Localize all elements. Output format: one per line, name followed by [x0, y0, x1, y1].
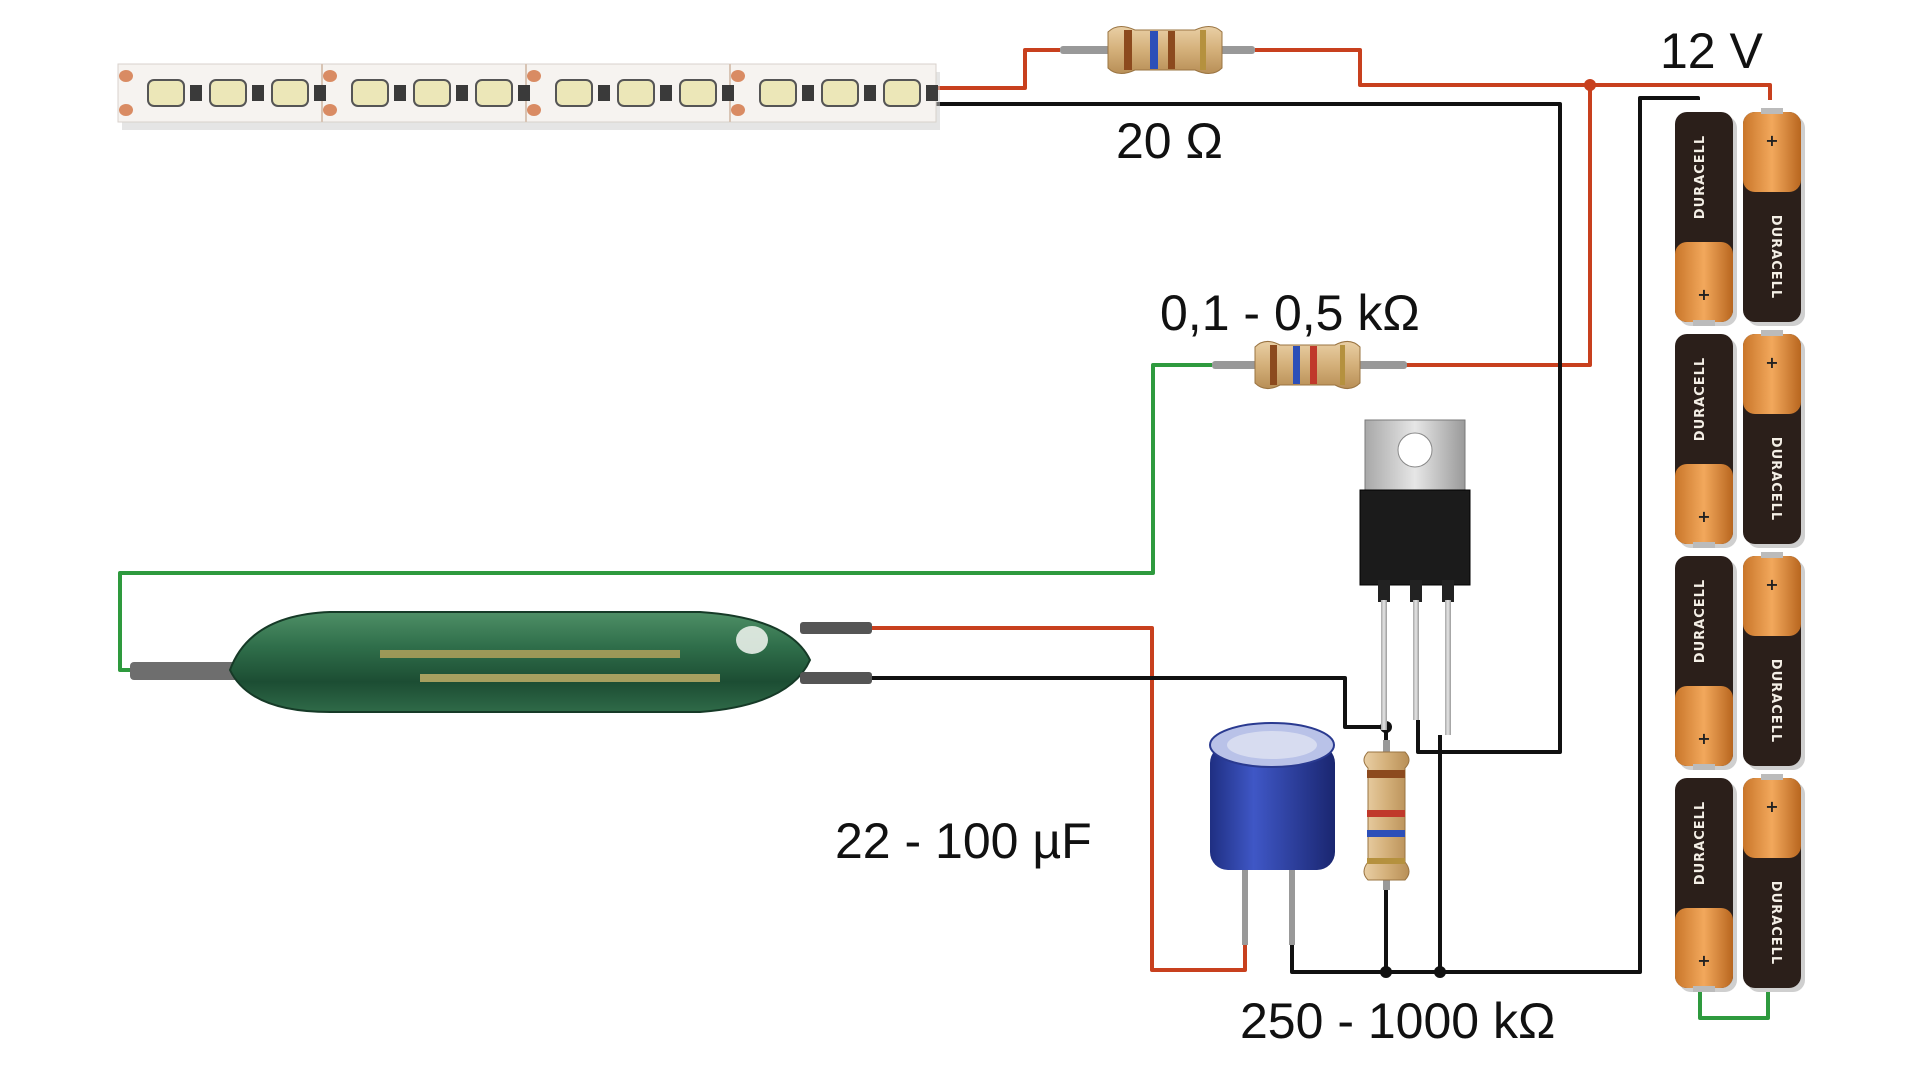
- wire-resistor-to-battery: [1255, 48, 1772, 100]
- wire-cap-ground: [1290, 938, 1640, 974]
- capacitor: [1209, 722, 1335, 945]
- led-pad: [323, 104, 337, 116]
- battery-cell: DURACELL +: [1675, 334, 1737, 548]
- label-base-resistor: 0,1 - 0,5 kΩ: [1160, 285, 1420, 341]
- wire-battery-link: [1698, 980, 1770, 1020]
- led-resistor-chip: [660, 85, 672, 101]
- junction-dot: [1380, 966, 1392, 978]
- led-chip: [209, 79, 247, 107]
- led-resistor-chip: [864, 85, 876, 101]
- transistor: [1359, 419, 1471, 735]
- led-resistor-chip: [456, 85, 468, 101]
- led-pad: [731, 104, 745, 116]
- led-resistor-chip: [394, 85, 406, 101]
- label-capacitor: 22 - 100 µF: [835, 813, 1092, 869]
- battery-brand-label: DURACELL: [1768, 881, 1783, 965]
- led-resistor-chip: [252, 85, 264, 101]
- battery-cell: DURACELL +: [1675, 556, 1737, 770]
- resistor-timing: [1363, 740, 1410, 890]
- led-pad: [119, 70, 133, 82]
- led-resistor-chip: [518, 85, 530, 101]
- led-resistor-chip: [802, 85, 814, 101]
- battery-cell: DURACELL +: [1743, 108, 1805, 326]
- wire-led-ground: [935, 102, 1562, 754]
- battery-plus-label: +: [1697, 285, 1710, 304]
- reed-switch: [130, 611, 872, 713]
- led-chip: [475, 79, 513, 107]
- battery-brand-label: DURACELL: [1768, 659, 1783, 743]
- junction-dot: [1434, 966, 1446, 978]
- label-voltage: 12 V: [1660, 23, 1764, 79]
- battery-plus-label: +: [1697, 507, 1710, 526]
- wire-battery-negative: [1292, 96, 1700, 974]
- battery-plus-label: +: [1697, 951, 1710, 970]
- battery-plus-label: +: [1765, 353, 1778, 372]
- battery-cell: DURACELL +: [1743, 774, 1805, 992]
- battery-plus-label: +: [1697, 729, 1710, 748]
- battery-pack: DURACELL+DURACELL+DURACELL+DURACELL+DURA…: [1675, 108, 1805, 992]
- battery-plus-label: +: [1765, 797, 1778, 816]
- led-pad: [119, 104, 133, 116]
- led-chip: [271, 79, 309, 107]
- led-pad: [731, 70, 745, 82]
- led-chip: [413, 79, 451, 107]
- battery-brand-label: DURACELL: [1693, 135, 1708, 219]
- led-resistor-chip: [190, 85, 202, 101]
- led-chips: [147, 79, 938, 107]
- led-resistor-chip: [314, 85, 326, 101]
- led-chip: [883, 79, 921, 107]
- led-chip: [351, 79, 389, 107]
- wire-led-to-resistor: [935, 48, 1060, 90]
- led-chip: [821, 79, 859, 107]
- led-resistor-chip: [598, 85, 610, 101]
- wires: [118, 48, 1772, 1020]
- battery-cell: DURACELL +: [1743, 330, 1805, 548]
- led-chip: [759, 79, 797, 107]
- battery-plus-label: +: [1765, 131, 1778, 150]
- led-resistor-chip: [722, 85, 734, 101]
- led-pad: [527, 70, 541, 82]
- led-strip: [117, 63, 940, 130]
- label-timing-resistor: 250 - 1000 kΩ: [1240, 993, 1555, 1049]
- led-pad: [323, 70, 337, 82]
- wire-reed-to-capacitor: [870, 626, 1247, 972]
- battery-plus-label: +: [1765, 575, 1778, 594]
- wire-signal: [118, 363, 1212, 672]
- led-chip: [147, 79, 185, 107]
- battery-cell: DURACELL +: [1743, 552, 1805, 770]
- wire-positive-branch: [1405, 85, 1592, 367]
- led-chip: [679, 79, 717, 107]
- battery-brand-label: DURACELL: [1693, 801, 1708, 885]
- battery-cell: DURACELL +: [1675, 112, 1737, 326]
- battery-brand-label: DURACELL: [1768, 215, 1783, 299]
- label-led-resistor: 20 Ω: [1116, 113, 1223, 169]
- battery-brand-label: DURACELL: [1768, 437, 1783, 521]
- battery-brand-label: DURACELL: [1693, 357, 1708, 441]
- led-resistor-chip: [926, 85, 938, 101]
- battery-cell: DURACELL +: [1675, 778, 1737, 992]
- wire-reed-to-base: [870, 676, 1386, 729]
- resistor-20-ohm: [1060, 26, 1255, 74]
- resistor-base: [1212, 341, 1407, 389]
- led-chip: [617, 79, 655, 107]
- led-chip: [555, 79, 593, 107]
- junction-dot: [1584, 79, 1596, 91]
- battery-brand-label: DURACELL: [1693, 579, 1708, 663]
- led-pad: [527, 104, 541, 116]
